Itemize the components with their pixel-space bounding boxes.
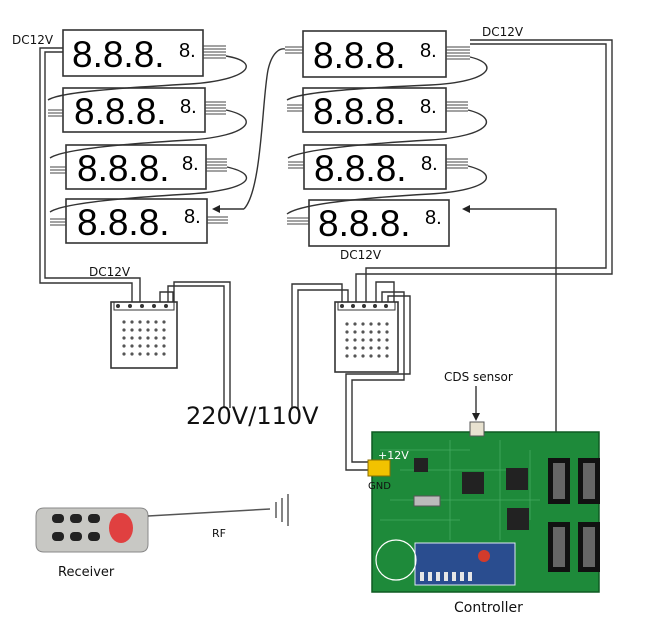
ribbon-connectors — [548, 458, 600, 572]
antenna-coil — [375, 539, 417, 581]
cds-sensor-component — [469, 421, 485, 437]
gnd-label: GND — [368, 481, 391, 492]
display-digits: 8.8.8. — [314, 148, 407, 189]
remote-button — [52, 514, 64, 523]
display-right-4: 8.8.8. 8. — [287, 199, 450, 247]
plus12v-label: +12V — [378, 449, 409, 462]
dc12v-left-label: DC12V — [12, 33, 54, 47]
ic-chip — [462, 472, 484, 494]
display-left-3: 8.8.8. 8. — [50, 144, 227, 190]
display-small-digit: 8. — [420, 96, 437, 118]
chain-wire — [49, 166, 248, 213]
receiver-label: Receiver — [58, 565, 115, 580]
rf-label: RF — [212, 527, 226, 540]
rf-signal-icon — [275, 494, 289, 526]
remote-red-button — [109, 513, 133, 543]
chain-wire — [49, 109, 247, 159]
display-small-digit: 8. — [179, 40, 196, 62]
remote-button — [70, 514, 82, 523]
remote-button — [88, 532, 100, 541]
vent-holes — [345, 322, 389, 358]
display-digits: 8.8.8. — [77, 148, 170, 189]
display-left-1: 8.8.8. 8. — [62, 29, 226, 77]
pcb-traces — [380, 440, 540, 540]
controller-signal-wire — [468, 208, 557, 460]
display-small-digit: 8. — [420, 40, 437, 62]
ic-chip — [414, 458, 428, 472]
arrow-head — [462, 205, 470, 213]
dc12v-psu-left-label: DC12V — [89, 265, 131, 279]
vent-holes — [122, 320, 166, 356]
ic-chip — [507, 508, 529, 530]
dc12v-right-bus — [355, 39, 613, 302]
display-right-2: 8.8.8. 8. — [287, 87, 468, 133]
remote-antenna — [147, 508, 271, 517]
crystal — [413, 495, 441, 507]
display-small-digit: 8. — [180, 96, 197, 118]
remote-button — [70, 532, 82, 541]
display-right-3: 8.8.8. 8. — [288, 144, 468, 190]
arrow-head — [472, 413, 480, 421]
display-left-4: 8.8.8. 8. — [50, 198, 228, 244]
left-display-column: 8.8.8. 8. 8.8.8. 8. 8.8.8. 8. 8.8.8. 8. — [47, 29, 248, 244]
remote-control — [35, 494, 289, 553]
power-connector — [367, 459, 391, 477]
dc12v-left-bus — [39, 47, 141, 302]
power-supply-right — [291, 281, 411, 471]
chain-wire — [287, 109, 488, 159]
display-digits: 8.8.8. — [74, 91, 167, 132]
controller-label: Controller — [454, 600, 523, 616]
display-left-2: 8.8.8. 8. — [48, 87, 226, 133]
arrow-head — [212, 205, 220, 213]
cds-sensor-label: CDS sensor — [444, 370, 513, 384]
chain-wire — [286, 56, 488, 101]
controller-board: +12V GND — [367, 421, 600, 593]
chain-wire — [47, 55, 247, 101]
display-digits: 8.8.8. — [77, 202, 170, 243]
rf-module-coil — [478, 550, 490, 562]
display-digits: 8.8.8. — [313, 35, 406, 76]
dc12v-psu-right-label: DC12V — [340, 248, 382, 262]
cross-wire — [243, 48, 286, 210]
display-right-1: 8.8.8. 8. — [285, 30, 470, 78]
remote-button — [88, 514, 100, 523]
display-digits: 8.8.8. — [313, 91, 406, 132]
rf-module-pins — [420, 572, 472, 581]
display-small-digit: 8. — [421, 153, 438, 175]
display-digits: 8.8.8. — [318, 203, 411, 244]
display-small-digit: 8. — [182, 153, 199, 175]
remote-button — [52, 532, 64, 541]
display-digits: 8.8.8. — [72, 34, 165, 75]
right-display-column: 8.8.8. 8. 8.8.8. 8. 8.8.8. 8. 8.8.8. 8. — [243, 30, 557, 460]
power-supply-left — [110, 281, 231, 408]
mains-voltage-label: 220V/110V — [186, 402, 319, 430]
chain-wire — [286, 165, 488, 215]
dc12v-right-label: DC12V — [482, 25, 524, 39]
display-small-digit: 8. — [184, 206, 201, 228]
display-small-digit: 8. — [425, 207, 442, 229]
ic-chip — [506, 468, 528, 490]
